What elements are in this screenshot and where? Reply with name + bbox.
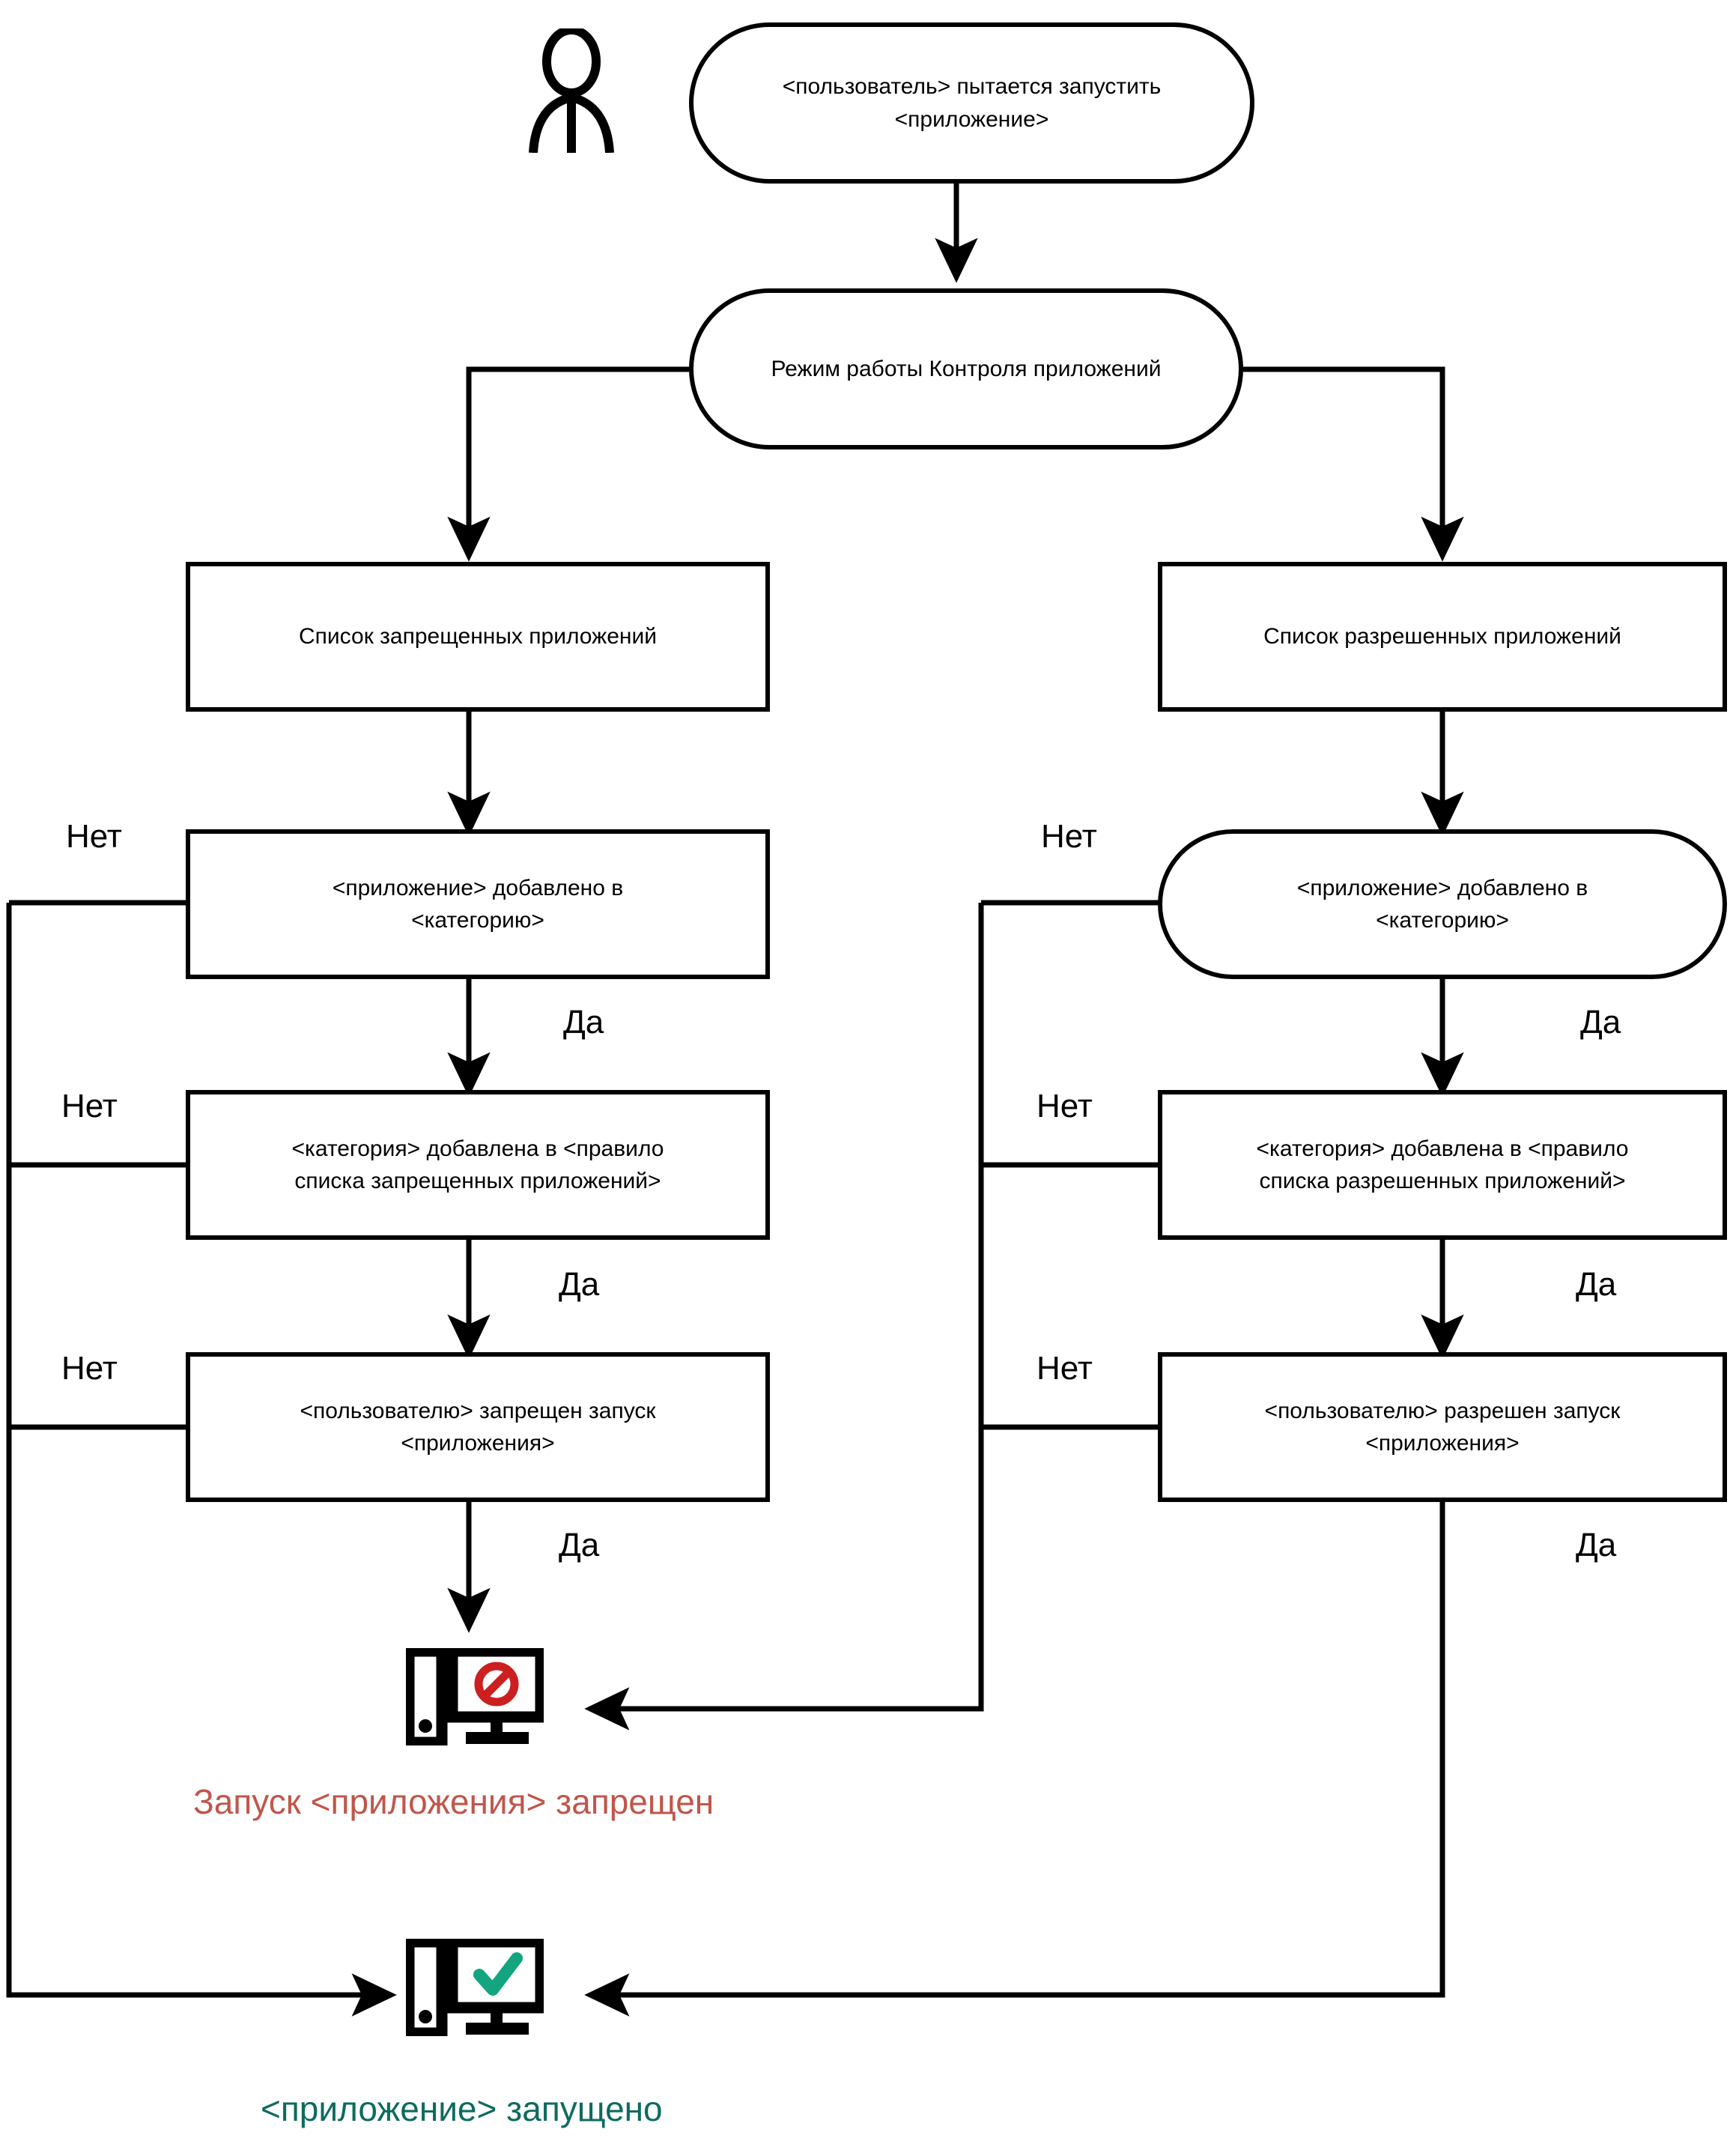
edge-mode-to-allowlist [1243,366,1464,562]
node-mode-label: Режим работы Контроля приложений [771,356,1162,381]
node-left-user-label: <пользователю> запрещен запуск <приложен… [300,1398,656,1456]
outcome-denied-caption: Запуск <приложения> запрещен [193,1782,714,1821]
node-left-rule-label: <категория> добавлена в <правило списка … [291,1136,664,1194]
node-right-category-label: <приложение> добавлено в <категорию> [1296,875,1588,933]
node-allowlist-label: Список разрешенных приложений [1263,624,1621,649]
node-denylist-label: Список запрещенных приложений [299,624,657,649]
edge-label-yes-right-rule: Да [1576,1266,1617,1303]
edge-label-yes-left-rule: Да [559,1266,600,1303]
computer-blocked-icon [406,1648,544,1745]
node-right-user-label: <пользователю> разрешен запуск <приложен… [1264,1398,1621,1456]
node-start[interactable]: <пользователь> пытается запустить <прило… [689,22,1254,184]
edge-label-yes-right-category: Да [1580,1004,1621,1041]
node-left-category-label: <приложение> добавлено в <категорию> [332,875,624,933]
node-denylist[interactable]: Список запрещенных приложений [186,562,770,712]
outcome-allowed-caption: <приложение> запущено [261,2089,663,2128]
edge-left-no-trunk-to-allowed [6,903,397,2017]
edge-label-yes-left-user: Да [559,1527,600,1563]
edge-label-yes-right-user: Да [1576,1527,1617,1563]
node-right-category[interactable]: <приложение> добавлено в <категорию> [1158,829,1727,979]
node-allowlist[interactable]: Список разрешенных приложений [1158,562,1727,712]
computer-allowed-icon [406,1939,544,2036]
node-right-rule[interactable]: <категория> добавлена в <правило списка … [1158,1090,1727,1240]
edge-right-no-trunk-to-denied [584,903,984,1730]
node-start-label: <пользователь> пытается запустить <прило… [782,74,1162,132]
node-right-rule-label: <категория> добавлена в <правило списка … [1256,1136,1629,1194]
node-left-user[interactable]: <пользователю> запрещен запуск <приложен… [186,1352,770,1502]
edge-label-no-right-rule: Нет [1037,1088,1093,1124]
edge-label-yes-left-category: Да [563,1004,604,1041]
edge-label-no-left-rule: Нет [61,1088,118,1124]
edge-right-user-yes-to-allowed [584,1502,1445,2017]
edge-label-no-right-user: Нет [1037,1350,1093,1387]
node-right-user[interactable]: <пользователю> разрешен запуск <приложен… [1158,1352,1727,1502]
edge-label-no-right-category: Нет [1041,818,1097,855]
edge-label-no-left-category: Нет [66,818,122,855]
edge-mode-to-denylist [447,366,689,562]
node-left-rule[interactable]: <категория> добавлена в <правило списка … [186,1090,770,1240]
node-mode[interactable]: Режим работы Контроля приложений [689,288,1243,449]
node-left-category[interactable]: <приложение> добавлено в <категорию> [186,829,770,979]
edge-label-no-left-user: Нет [61,1350,118,1387]
user-actor-icon [529,28,614,153]
